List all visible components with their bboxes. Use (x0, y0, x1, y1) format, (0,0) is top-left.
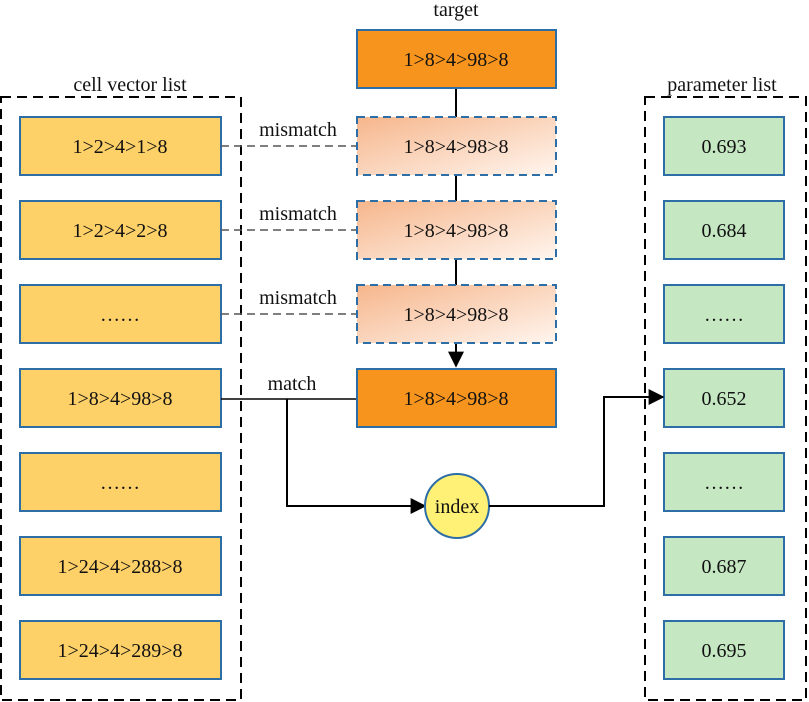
parameter-box (663, 200, 785, 260)
comparison-value: 1>8>4>98>8 (403, 136, 508, 158)
match-label: match (268, 373, 317, 395)
cell-vector-label: 1>2>4>2>8 (72, 220, 167, 242)
match-to-index-arrow (286, 399, 427, 514)
target-value: 1>8>4>98>8 (403, 49, 508, 71)
comparison-box (356, 284, 557, 344)
cell-vector-label: 1>8>4>98>8 (67, 388, 172, 410)
comparison-box (356, 116, 557, 176)
comparison-value: 1>8>4>98>8 (403, 220, 508, 242)
mismatch-label: mismatch (259, 203, 337, 225)
parameter-box (663, 620, 785, 680)
match-value: 1>8>4>98>8 (403, 388, 508, 410)
cell-vector-box (19, 284, 222, 344)
cell-vector-box (19, 536, 222, 596)
target-title: target (433, 0, 479, 21)
cell-vector-list-group: cell vector list 1>2>4>1>8 1>2>4>2>8 …… 1>8… (0, 74, 242, 701)
mismatch-label: mismatch (259, 287, 337, 309)
index-label: index (435, 496, 479, 518)
cell-vector-label: 1>24>4>288>8 (57, 556, 182, 578)
cell-vector-label: 1>2>4>1>8 (72, 136, 167, 158)
comparison-box (356, 200, 557, 260)
parameter-box (663, 116, 785, 176)
parameter-value: 0.652 (702, 388, 747, 410)
match-box (356, 368, 557, 428)
parameter-box (663, 452, 785, 512)
comparison-items: mismatch 1>8>4>98>8 mismatch 1>8>4>98>8 mism… (221, 116, 557, 344)
cell-vector-label: …… (100, 304, 140, 326)
cell-vector-items: 1>2>4>1>8 1>2>4>2>8 …… 1>8>4>98>8 …… 1>24>4>2… (19, 116, 222, 680)
parameter-value: …… (704, 304, 744, 326)
cell-vector-box (19, 620, 222, 680)
parameter-list-title: parameter list (667, 74, 777, 96)
parameter-items: 0.693 0.684 …… 0.652 …… 0.687 0.695 (663, 116, 785, 680)
cell-vector-box (19, 200, 222, 260)
comparison-value: 1>8>4>98>8 (403, 304, 508, 326)
parameter-list-group: parameter list 0.6930.684……0.652……0.6870… (644, 74, 807, 701)
cell-vector-label: 1>24>4>289>8 (57, 640, 182, 662)
target-box (356, 29, 557, 89)
parameter-value: 0.687 (702, 556, 747, 578)
parameter-value: 0.693 (702, 136, 747, 158)
parameter-box (663, 368, 785, 428)
parameter-list-frame (644, 96, 807, 701)
cell-vector-box (19, 452, 222, 512)
parameter-value: 0.695 (702, 640, 747, 662)
cell-vector-label: …… (100, 472, 140, 494)
match-group: match 1>8>4>98>8 (221, 368, 557, 514)
index-group: index (424, 389, 665, 539)
parameter-value: …… (704, 472, 744, 494)
mismatch-label: mismatch (259, 119, 337, 141)
parameter-box (663, 536, 785, 596)
target-group: target 1>8>4>98>8 (356, 0, 557, 89)
parameter-value: 0.684 (702, 220, 747, 242)
cell-vector-box (19, 368, 222, 428)
index-to-parameter-arrow (489, 389, 665, 507)
cell-vector-list-title: cell vector list (73, 74, 187, 96)
cell-vector-list-frame (0, 96, 242, 701)
parameter-box (663, 284, 785, 344)
